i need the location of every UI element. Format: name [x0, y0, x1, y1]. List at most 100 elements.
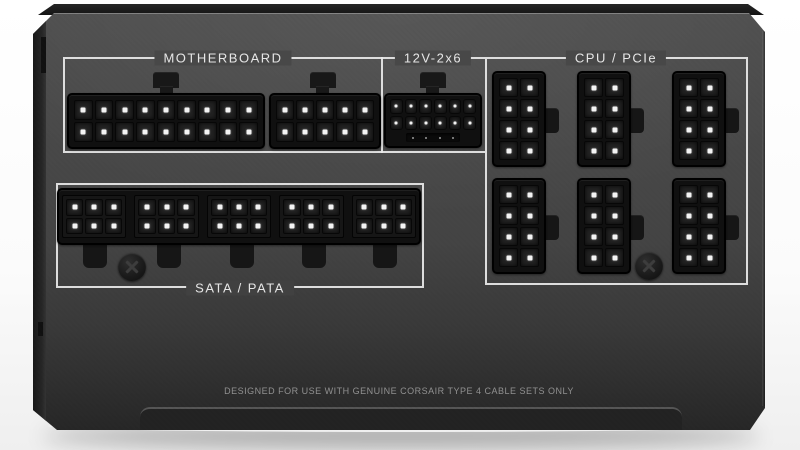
pin-socket	[218, 122, 238, 142]
pin-socket	[355, 199, 374, 216]
pin-socket	[375, 199, 393, 216]
pin-socket	[104, 199, 123, 216]
pin-socket	[584, 248, 603, 267]
pin-socket	[419, 99, 432, 114]
clip-tab	[230, 244, 254, 268]
pin-socket	[679, 78, 698, 97]
pin-socket	[605, 248, 624, 267]
pin-socket	[283, 199, 301, 216]
pin-socket	[520, 141, 539, 160]
pin-socket	[66, 217, 84, 234]
pin-socket	[230, 217, 248, 234]
pin-socket	[336, 122, 354, 142]
pin-socket	[276, 100, 294, 120]
connector-12v-2x6	[384, 93, 482, 148]
pin-socket	[448, 99, 462, 114]
face-top-highlight	[53, 13, 750, 14]
clip-tab	[544, 108, 559, 133]
chassis-top-bevel	[38, 4, 764, 15]
clip-tab	[83, 244, 107, 268]
pin-socket	[700, 120, 719, 139]
sense-pin	[411, 136, 414, 139]
pin-group	[134, 195, 199, 238]
clip-tab	[373, 244, 397, 268]
pin-socket	[296, 122, 314, 142]
phillips-screw	[635, 252, 663, 280]
pin-socket	[138, 217, 156, 234]
pin-socket	[104, 217, 123, 234]
clip-tab	[420, 72, 446, 88]
pin-socket	[157, 199, 176, 216]
pin-socket	[390, 99, 403, 114]
pin-socket	[499, 185, 518, 204]
pin-socket	[239, 100, 258, 120]
pin-socket	[499, 141, 518, 160]
clip-tab	[157, 244, 181, 268]
pin-socket	[302, 199, 321, 216]
pin-socket	[605, 206, 624, 225]
pin-socket	[356, 122, 374, 142]
pin-socket	[322, 199, 340, 216]
side-notch	[41, 37, 46, 73]
sense-pin	[425, 136, 428, 139]
pin-socket	[74, 122, 93, 142]
clip-tab	[629, 215, 644, 240]
pin-socket	[322, 217, 340, 234]
pin-socket	[463, 115, 476, 130]
pin-socket	[356, 100, 374, 120]
pin-socket	[375, 217, 393, 234]
pin-socket	[336, 100, 354, 120]
pin-socket	[679, 141, 698, 160]
pin-socket	[404, 115, 418, 130]
pin-socket	[85, 217, 103, 234]
motherboard-12v-divider-line	[381, 57, 383, 153]
pin-socket	[115, 100, 134, 120]
pin-socket	[520, 227, 539, 246]
pin-socket	[700, 185, 719, 204]
section-label-12v-2x6: 12V-2x6	[394, 50, 472, 66]
section-label-sata-pata: SATA / PATA	[186, 280, 294, 296]
pin-socket	[679, 206, 698, 225]
pin-socket	[138, 199, 156, 216]
pin-socket	[700, 248, 719, 267]
pin-socket	[520, 78, 539, 97]
pin-socket	[115, 122, 134, 142]
pin-socket	[463, 99, 476, 114]
pin-socket	[679, 227, 698, 246]
pin-socket	[230, 199, 248, 216]
sense-pin	[452, 136, 455, 139]
pin-socket	[177, 122, 196, 142]
pin-socket	[499, 78, 518, 97]
pin-socket	[157, 217, 176, 234]
pin-socket	[394, 217, 413, 234]
pin-socket	[156, 122, 176, 142]
section-label-cpu-pcie: CPU / PCIe	[565, 50, 667, 66]
connector-cpu-pcie-8pin	[577, 71, 631, 167]
clip-tab	[544, 215, 559, 240]
pin-socket	[448, 115, 462, 130]
pin-socket	[700, 227, 719, 246]
pin-socket	[605, 227, 624, 246]
pin-socket	[177, 100, 196, 120]
pin-socket	[296, 100, 314, 120]
pin-socket	[197, 122, 217, 142]
pin-socket	[584, 227, 603, 246]
pin-group	[62, 195, 127, 238]
chassis-foot-recess	[140, 407, 682, 430]
phillips-screw	[118, 253, 146, 281]
pin-group	[279, 195, 344, 238]
clip-tab	[724, 108, 739, 133]
pin-socket	[249, 199, 268, 216]
pin-socket	[74, 100, 93, 120]
pin-socket	[156, 100, 176, 120]
pin-socket	[135, 122, 155, 142]
pin-socket	[520, 248, 539, 267]
pin-socket	[584, 185, 603, 204]
pin-socket	[94, 100, 114, 120]
pin-socket	[520, 206, 539, 225]
pin-socket	[700, 206, 719, 225]
pin-socket	[239, 122, 258, 142]
side-notch	[38, 322, 43, 336]
pin-socket	[584, 120, 603, 139]
